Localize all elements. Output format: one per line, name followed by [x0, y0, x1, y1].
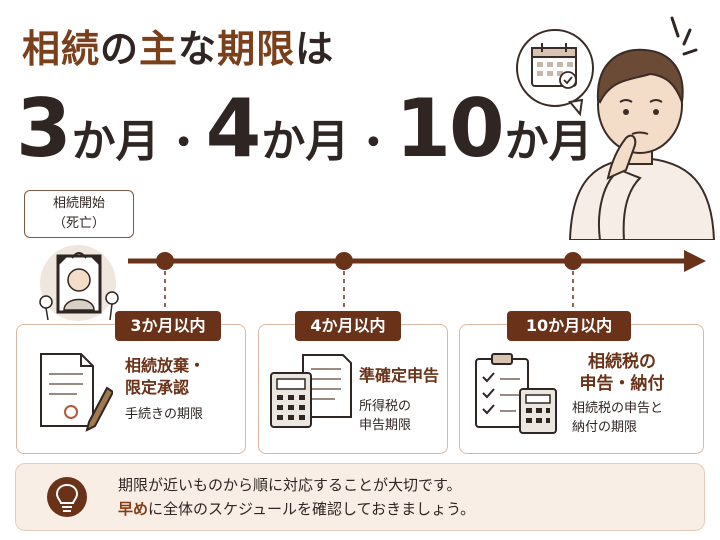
note-line1: 期限が近いものから順に対応することが大切です。: [118, 476, 462, 494]
calendar-thought-bubble: [516, 29, 594, 117]
title-word-na: な: [178, 27, 218, 71]
thinking-person-illustration: [516, 16, 715, 240]
title-word-souzoku: 相続: [22, 27, 101, 71]
checklist-calculator-icon: [475, 353, 557, 434]
note-emphasis: 早め: [118, 500, 149, 518]
timeline-arrow-icon: [684, 250, 706, 272]
phase-title-line1: 準確定申告: [359, 366, 440, 385]
document-pen-icon: [40, 353, 113, 432]
flower-left-icon: [39, 295, 53, 309]
phase-title-line2: 申告・納付: [579, 374, 665, 394]
note-line2: 早めに全体のスケジュールを確認しておきましょう。: [118, 497, 475, 521]
phase-card-10-months: 相続税の 申告・納付 相続税の申告と 納付の期限: [459, 324, 704, 454]
title-word-shu: 主: [139, 27, 179, 71]
calculator-document-icon: [270, 354, 352, 428]
phase-title-line1: 相続放棄・: [125, 356, 206, 375]
phase-title-line1: 相続税の: [588, 352, 656, 372]
period-separator: ・: [163, 120, 204, 166]
title-word-no: の: [100, 27, 140, 71]
timeline: [128, 250, 706, 318]
phase-title-line2: 限定承認: [125, 378, 190, 397]
start-label-box: 相続開始 （死亡）: [24, 190, 134, 238]
phase-tag-3-months: 3か月以内: [115, 311, 221, 341]
phase-desc-line2: 納付の期限: [572, 420, 638, 435]
timeline-marker-4: [335, 252, 353, 270]
period-3-number: 3: [16, 82, 72, 175]
page-title: 相続の主な期限は: [22, 18, 334, 73]
phase-card-3-months: 相続放棄・ 限定承認 手続きの期限: [16, 324, 246, 454]
lightbulb-icon: [47, 477, 87, 517]
period-separator: ・: [353, 120, 394, 166]
phase-card-4-months: 準確定申告 所得税の 申告期限: [258, 324, 448, 454]
title-word-wa: は: [295, 27, 335, 71]
phase-tag-4-months: 4か月以内: [295, 311, 401, 341]
start-label-line2: （死亡）: [52, 216, 105, 231]
timeline-marker-10: [564, 252, 582, 270]
period-4-unit: か月: [261, 116, 350, 167]
flower-right-icon: [105, 291, 119, 305]
timeline-marker-3: [156, 252, 174, 270]
note-line2-text: に全体のスケジュールを確認しておきましょう。: [148, 500, 476, 518]
start-label-line1: 相続開始: [52, 196, 105, 211]
period-headline: 3か月・4か月・10か月: [16, 82, 595, 175]
memorial-portrait-icon: [39, 245, 119, 321]
period-3-unit: か月: [71, 116, 160, 167]
phase-desc-line1: 相続税の申告と: [572, 401, 664, 416]
emphasis-lines-icon: [670, 16, 698, 56]
phase-desc-line2: 申告期限: [359, 418, 412, 433]
phase-desc-line1: 手続きの期限: [125, 407, 204, 422]
advice-note: 期限が近いものから順に対応することが大切です。 早めに全体のスケジュールを確認し…: [15, 463, 705, 531]
period-4-number: 4: [205, 82, 262, 175]
phase-desc-line1: 所得税の: [359, 399, 412, 414]
period-10-unit: か月: [504, 116, 593, 167]
title-word-kigen: 期限: [217, 27, 296, 71]
person-figure: [568, 48, 715, 240]
period-10-number: 10: [395, 82, 504, 175]
phase-tag-10-months: 10か月以内: [507, 311, 631, 341]
